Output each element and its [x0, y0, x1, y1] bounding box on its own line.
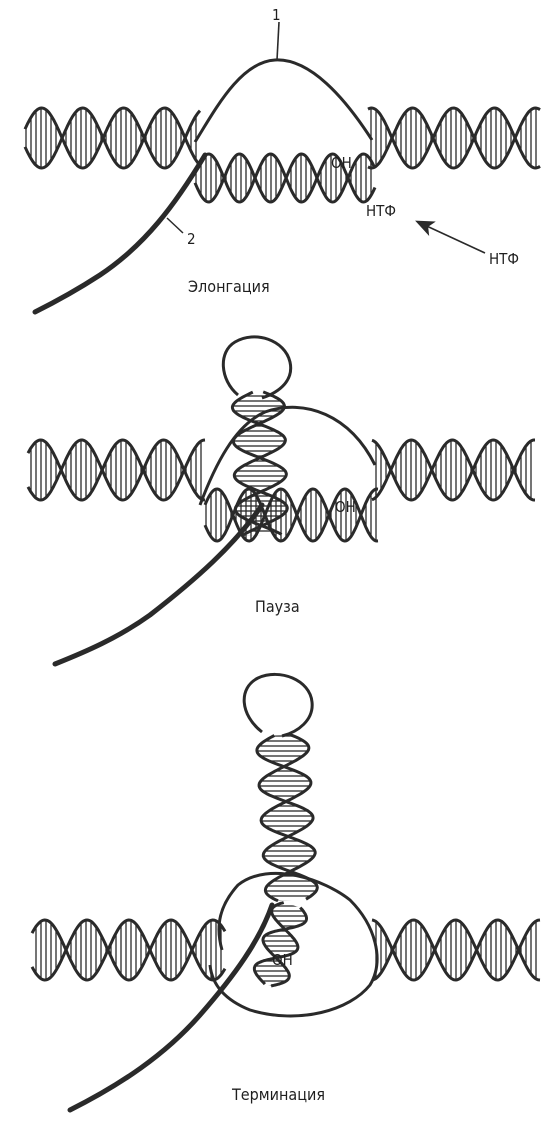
strand-two-leader	[167, 218, 183, 233]
elongation-panel: 1 2 OH НТФ НТФ Элонгация	[25, 6, 540, 312]
dna-duplex-right	[372, 920, 540, 980]
termination-caption: Терминация	[231, 1085, 325, 1104]
ntp-site-label: НТФ	[366, 202, 396, 220]
hydroxyl-label: OH	[331, 154, 352, 172]
hydroxyl-label: OH	[272, 951, 293, 969]
rna-dna-hybrid-helix	[254, 903, 306, 986]
base-pair-hatching	[28, 440, 205, 500]
dna-duplex-left	[28, 440, 205, 500]
pause-panel: OH Пауза	[28, 337, 535, 664]
termination-panel: OH Терминация	[32, 674, 540, 1110]
pause-caption: Пауза	[255, 597, 300, 616]
hydroxyl-label: OH	[335, 498, 356, 516]
rna-transcript	[55, 505, 262, 664]
strand-two-label: 2	[187, 230, 196, 248]
strand-one-label: 1	[272, 6, 281, 24]
hairpin-loop	[223, 337, 290, 398]
elongation-caption: Элонгация	[188, 277, 270, 296]
base-pair-hatching	[372, 920, 540, 980]
dna-duplex-left	[32, 920, 225, 980]
ntp-incoming-label: НТФ	[489, 250, 519, 268]
ntp-arrow	[418, 222, 485, 253]
template-loop-strand	[195, 60, 372, 142]
rna-transcript	[35, 155, 205, 312]
dna-duplex-right	[372, 440, 535, 500]
rna-hairpin-stem	[257, 735, 317, 901]
strand-one-leader	[277, 22, 279, 60]
base-pair-hatching	[32, 920, 225, 980]
hairpin-loop	[244, 674, 312, 736]
dna-duplex-right	[368, 108, 540, 168]
dna-duplex-left	[25, 108, 200, 168]
base-pair-hatching	[372, 440, 535, 500]
